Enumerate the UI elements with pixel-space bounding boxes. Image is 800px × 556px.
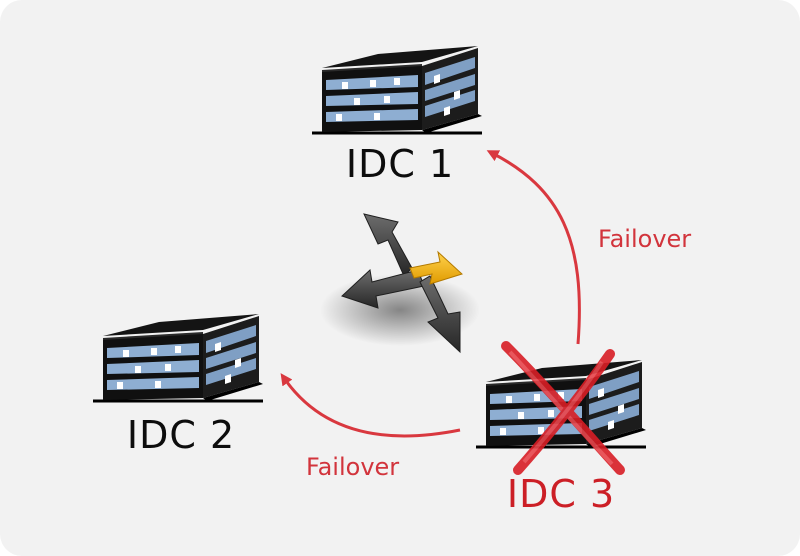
failover-label-idc2: Failover — [306, 453, 399, 481]
red-x-icon — [501, 341, 625, 475]
building-icon — [310, 44, 484, 135]
datacenter-idc3: IDC 3 — [474, 341, 648, 516]
idc3-label: IDC 3 — [507, 472, 615, 516]
building-icon — [91, 312, 265, 403]
failover-label-idc1: Failover — [598, 225, 691, 253]
datacenter-idc2: IDC 2 — [91, 312, 265, 457]
failover-arrow-to-idc1: Failover — [486, 150, 691, 345]
datacenter-idc1: IDC 1 — [310, 44, 484, 186]
multi-direction-arrows-icon — [320, 213, 480, 354]
idc1-label: IDC 1 — [346, 142, 454, 186]
failover-arrow-to-idc2: Failover — [280, 373, 461, 481]
idc2-label: IDC 2 — [127, 413, 235, 457]
